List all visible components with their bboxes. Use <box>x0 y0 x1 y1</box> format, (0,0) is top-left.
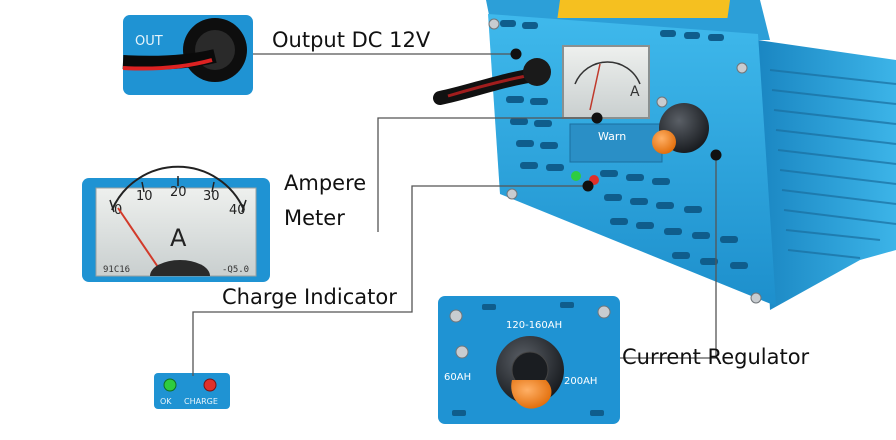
meter-scale-40: 40 <box>229 203 246 218</box>
meter-class-glyph: -Q5.0 <box>222 265 249 275</box>
callout-ampere-meter-line2: Meter <box>284 206 345 230</box>
housing-warn-text: Warn <box>598 130 626 143</box>
meter-scale-30: 30 <box>203 189 220 204</box>
meter-scale-20: 20 <box>170 185 187 200</box>
inset-output-port: OUT <box>122 15 253 95</box>
inset-ampere-meter: 0 10 20 30 40 A 91C16 -Q5.0 <box>82 165 270 282</box>
inset-current-regulator: 120-160AH 60AH 200AH <box>438 296 620 424</box>
meter-scale-10: 10 <box>136 189 153 204</box>
regulator-max-glyph: 200AH <box>564 376 597 387</box>
callout-dots <box>510 48 722 192</box>
callout-lines <box>192 53 717 376</box>
led-charge-glyph: CHARGE <box>184 397 218 406</box>
callout-current-regulator: Current Regulator <box>622 345 810 369</box>
callout-ampere-meter-line1: Ampere <box>284 171 367 195</box>
inset-charge-leds: OK CHARGE <box>154 373 230 409</box>
callout-charge-indicator: Charge Indicator <box>222 285 397 309</box>
regulator-min-glyph: 60AH <box>444 372 471 383</box>
housing-meter-unit-glyph: A <box>630 84 640 100</box>
meter-model-glyph: 91C16 <box>103 265 130 275</box>
charger-housing: A Warn <box>433 0 896 310</box>
meter-unit-glyph: A <box>170 224 187 252</box>
callout-output-dc: Output DC 12V <box>272 28 431 52</box>
regulator-range-glyph: 120-160AH <box>506 320 562 331</box>
meter-scale-0: 0 <box>114 203 122 218</box>
led-ok-glyph: OK <box>160 397 172 406</box>
out-port-glyph: OUT <box>135 34 163 49</box>
